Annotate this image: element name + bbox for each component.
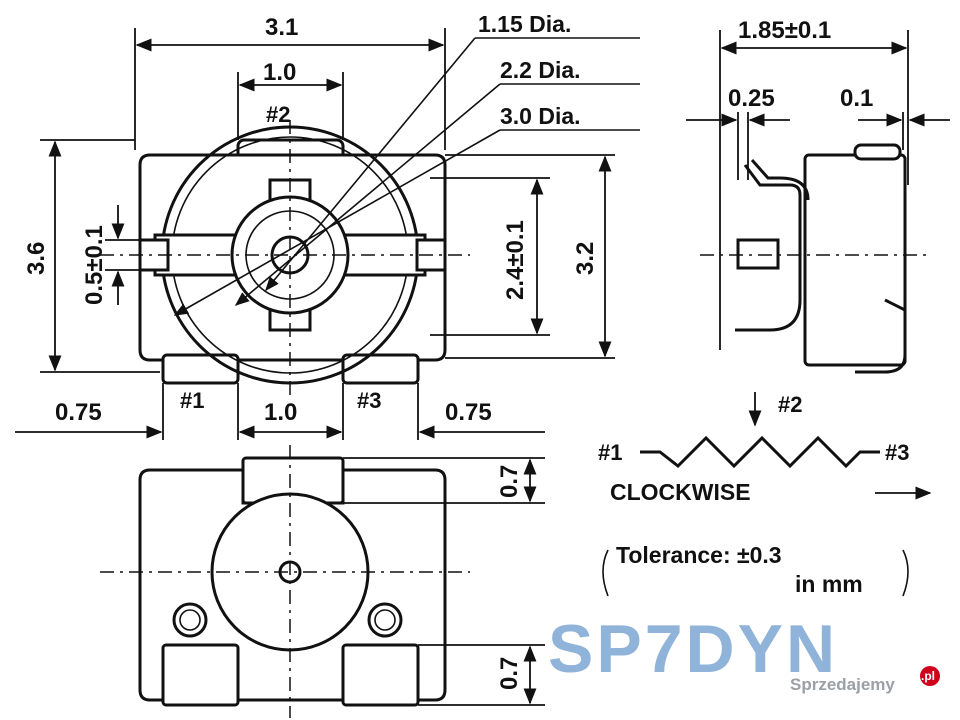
top-view: [100, 120, 470, 395]
dim-center-offset-label: 0.5±0.1: [81, 225, 108, 305]
schematic-wiper: #2: [778, 392, 802, 417]
dim-height: 3.6: [23, 139, 160, 373]
watermark-brand: SP7DYN: [548, 611, 838, 687]
side-cap: [853, 143, 902, 161]
tolerance-line1: Tolerance: ±0.3: [616, 542, 782, 568]
dim-height-label: 3.6: [23, 242, 50, 275]
dim-width: 3.1: [134, 14, 446, 150]
pin1-tab: [161, 353, 240, 385]
side-gap-label: 0.1: [840, 85, 873, 112]
dim-inner-height-label: 2.4±0.1: [502, 220, 529, 300]
side-body: [803, 153, 907, 367]
dim-pad-bottom: 0.7: [418, 644, 545, 706]
mount-hole-right: [367, 602, 403, 638]
dim-body-height-label: 3.2: [572, 242, 599, 275]
side-lead-upper: [735, 164, 802, 332]
dim-pad-bottom-label: 0.7: [496, 657, 523, 690]
pin3-tab: [341, 353, 420, 385]
watermark-tld: .pl: [921, 669, 935, 683]
dim-pin2-label: 1.0: [263, 59, 296, 86]
pin1-label: #1: [180, 388, 204, 413]
watermark-badge: [920, 666, 940, 686]
callout-rotor: 3.0 Dia.: [500, 103, 581, 129]
side-foot: [855, 298, 907, 374]
side-view: 1.85±0.1 0.25 0.1: [686, 17, 950, 374]
bottom-pad-right: [341, 643, 420, 707]
side-lead-lower: [750, 159, 810, 201]
dim-edge-right: 0.75: [445, 399, 492, 426]
tolerance-note: Tolerance: ±0.3 in mm: [602, 542, 909, 597]
dim-body-height: 3.2: [445, 154, 615, 359]
bottom-view: [100, 445, 470, 718]
dim-center-offset: 0.5±0.1: [81, 205, 140, 305]
dim-edge-left: 0.75: [55, 399, 102, 426]
tolerance-line2: in mm: [795, 571, 863, 597]
bottom-dims: #1 #3 0.75 1.0 0.75: [15, 383, 545, 440]
schematic-end3: #3: [885, 440, 909, 465]
dim-pad-top: 0.7: [343, 457, 545, 504]
resistor-zigzag: [640, 435, 880, 469]
side-lead-label: 0.25: [728, 85, 775, 112]
bottom-pad-left: [161, 643, 240, 707]
dim-width-label: 3.1: [265, 14, 298, 41]
mount-hole-right-inner: [374, 609, 396, 631]
diameter-callouts: 1.15 Dia. 2.2 Dia. 3.0 Dia.: [173, 11, 640, 316]
dim-pin2-width: 1.0 #2: [237, 59, 344, 140]
side-depth-label: 1.85±0.1: [738, 17, 831, 44]
schematic-direction: CLOCKWISE: [610, 479, 751, 505]
schematic-end1: #1: [598, 440, 622, 465]
callout-boss: 2.2 Dia.: [500, 57, 581, 83]
dim-inner-height: 2.4±0.1: [430, 177, 550, 336]
mount-hole-left-inner: [179, 609, 201, 631]
pin2-label: #2: [266, 102, 290, 127]
side-wiper: [736, 238, 780, 270]
watermark: SP7DYN Sprzedajemy .pl: [548, 611, 940, 694]
dim-pin-pitch: 1.0: [264, 399, 297, 426]
schematic: #2 #1 #3 CLOCKWISE: [598, 392, 932, 505]
callout-hole: 1.15 Dia.: [478, 11, 571, 37]
dim-pad-top-label: 0.7: [496, 465, 523, 498]
pin3-label: #3: [357, 388, 381, 413]
watermark-site: Sprzedajemy: [790, 675, 895, 694]
mount-hole-left: [172, 602, 208, 638]
